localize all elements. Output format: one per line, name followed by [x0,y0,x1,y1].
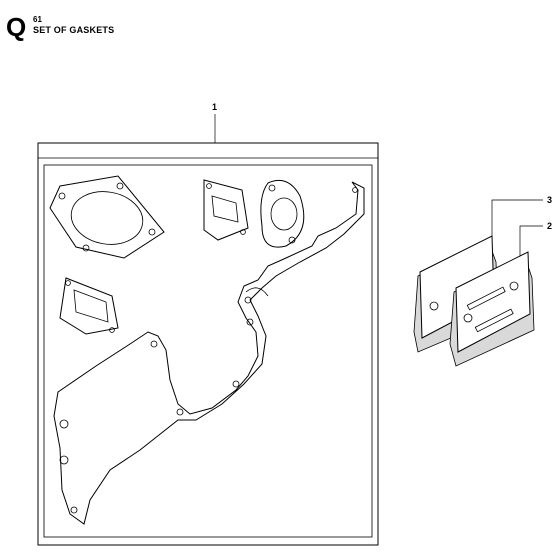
intake-gasket[interactable] [260,179,305,248]
leader-plate-front [519,225,543,256]
intake-gasket-bore [270,197,298,231]
exhaust-gasket-upper-port [211,195,239,223]
plate-hole-icon [463,313,473,323]
section-title: SET OF GASKETS [33,25,115,35]
bolt-hole-icon [82,244,90,252]
bolt-hole-icon [70,506,78,514]
bolt-hole-icon [268,184,276,192]
exhaust-gasket-upper[interactable] [203,179,249,241]
exhaust-gasket-lower[interactable] [59,277,119,335]
bolt-hole-icon [352,187,358,193]
callout-kit[interactable]: 1 [212,102,218,112]
callout-plate-back[interactable]: 3 [547,195,553,205]
crankcase-gasket-lobe [245,287,269,297]
bolt-hole-icon [206,183,212,189]
bolt-hole-icon [59,419,69,429]
callout-plate-front[interactable]: 2 [547,221,553,231]
intake-gasket-outline [260,179,305,248]
bolt-hole-icon [246,318,254,326]
bolt-hole-icon [176,408,184,416]
section-number: 61 [33,15,42,24]
plate-hole-icon [509,281,519,291]
bolt-hole-icon [58,192,66,200]
exhaust-gasket-upper-outline [203,179,249,241]
bolt-hole-icon [240,229,246,235]
plate-hole-icon [429,301,439,311]
bag-inner-border [43,164,373,538]
bolt-hole-icon [116,182,124,190]
leader-plate-back [491,199,543,240]
cylinder-gasket[interactable] [49,175,165,259]
crankcase-gasket-outline [53,181,365,525]
side-plate-front-face [455,251,531,353]
bolt-hole-icon [150,340,158,348]
bolt-hole-icon [288,236,296,244]
plate-slot-icon [466,286,506,311]
bolt-hole-icon [59,455,69,465]
bolt-hole-icon [148,228,156,236]
side-plate-front[interactable] [449,251,535,367]
section-letter: Q [6,12,27,42]
cylinder-gasket-outline [49,175,165,259]
bolt-hole-icon [244,296,252,304]
bolt-hole-icon [109,327,115,333]
crankcase-gasket[interactable] [53,181,365,525]
bolt-hole-icon [65,280,71,286]
cylinder-gasket-bore [70,191,144,245]
exhaust-gasket-lower-port [73,289,109,323]
page-header: Q 61 SET OF GASKETS [0,0,560,60]
bolt-hole-icon [232,380,240,388]
plate-slot-icon [474,308,514,333]
